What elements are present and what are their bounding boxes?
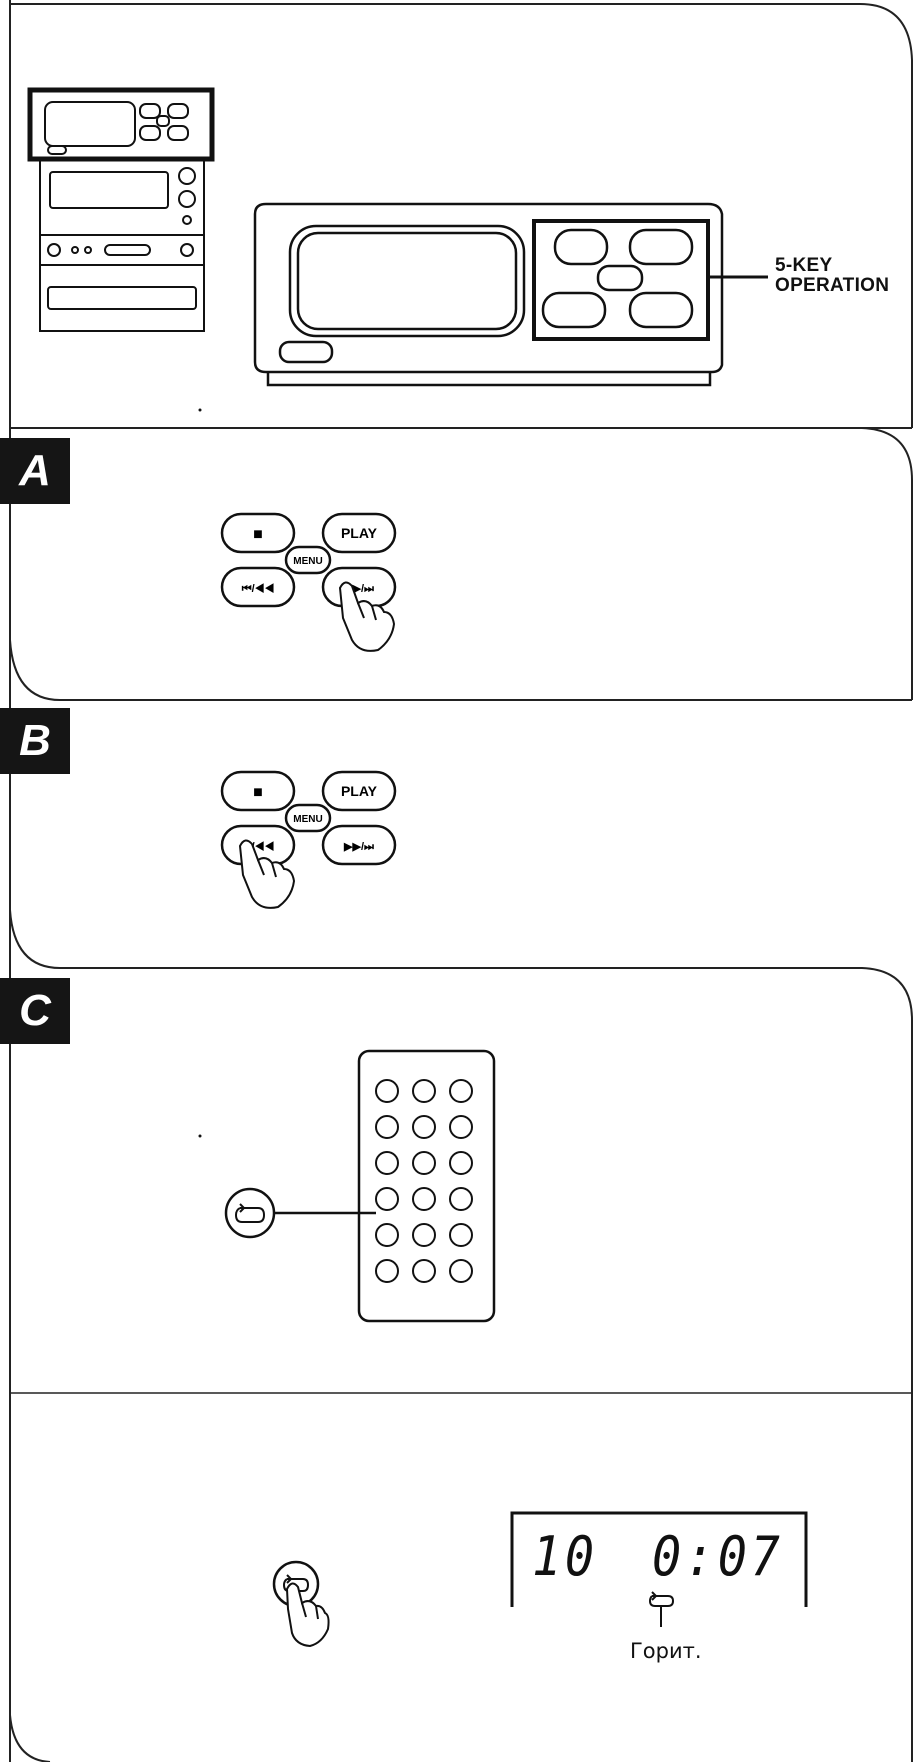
hand-pointer-icon	[338, 581, 396, 652]
remote-key	[375, 1115, 399, 1139]
display-elapsed-time: 0:07	[652, 1525, 784, 1588]
stereo-system-illustration	[27, 87, 768, 412]
hand-pointer-icon	[238, 839, 296, 909]
lit-indicator-label: Горит.	[630, 1639, 702, 1663]
remote-key	[449, 1259, 473, 1283]
remote-key	[375, 1259, 399, 1283]
panel-c: C	[0, 968, 922, 1393]
overview-panel: 5-KEY OPERATION	[0, 0, 922, 428]
play-key-label: PLAY	[341, 783, 378, 799]
remote-key	[412, 1079, 436, 1103]
panel-b: B ■ PLAY MENU ⏮/◀◀ ▶▶/⏭	[0, 700, 922, 968]
remote-key	[412, 1151, 436, 1175]
repeat-icon	[282, 1574, 310, 1592]
remote-key	[449, 1223, 473, 1247]
five-key-operation-label: 5-KEY OPERATION	[775, 255, 890, 296]
remote-key	[449, 1151, 473, 1175]
remote-key	[412, 1259, 436, 1283]
next-key-label: ▶▶/⏭	[343, 841, 374, 853]
remote-key	[375, 1151, 399, 1175]
five-key-buttons-b: ■ PLAY MENU ⏮/◀◀ ▶▶/⏭	[220, 770, 397, 909]
remote-key	[412, 1223, 436, 1247]
remote-key	[449, 1079, 473, 1103]
panel-d: 10 0:07	[0, 1393, 922, 1762]
play-key-label: PLAY	[341, 525, 378, 541]
hand-pointer-icon	[285, 1582, 330, 1648]
remote-key	[412, 1187, 436, 1211]
panel-b-badge: B	[0, 708, 70, 774]
repeat-display-illustration	[272, 1511, 808, 1648]
panel-c-badge: C	[0, 978, 70, 1044]
remote-key	[375, 1223, 399, 1247]
remote-control-illustration	[198, 1049, 496, 1323]
display-track-number: 10	[532, 1525, 598, 1588]
display-repeat-indicator	[648, 1591, 675, 1627]
stop-icon: ■	[253, 526, 263, 543]
stop-icon: ■	[253, 784, 263, 801]
remote-key	[375, 1187, 399, 1211]
panel-a-badge: A	[0, 438, 70, 504]
remote-key	[449, 1115, 473, 1139]
five-key-buttons-a: ■ PLAY MENU ⏮/◀◀ ▶▶/⏭	[220, 512, 397, 652]
repeat-button-callout	[224, 1187, 376, 1239]
menu-key-label: MENU	[293, 814, 322, 825]
prev-key-label: ⏮/◀◀	[242, 583, 275, 595]
remote-key	[375, 1079, 399, 1103]
remote-key	[412, 1115, 436, 1139]
repeat-icon	[234, 1203, 266, 1223]
remote-key	[449, 1187, 473, 1211]
menu-key-label: MENU	[293, 556, 322, 567]
panel-a: A ■ PLAY MENU ⏮/◀◀ ▶▶/⏭	[0, 428, 922, 700]
